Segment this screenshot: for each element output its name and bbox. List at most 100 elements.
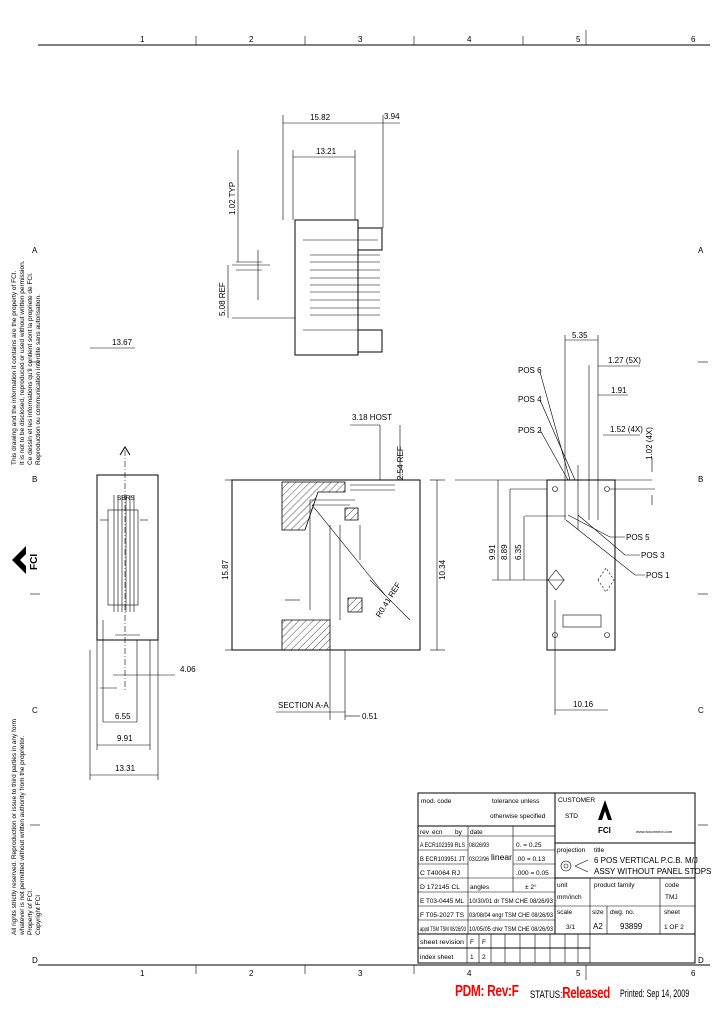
customer-label: CUSTOMER: [558, 797, 595, 804]
dimension-label: 2.54 REF: [396, 446, 405, 480]
pdm-revision: PDM: Rev:F: [455, 983, 519, 1000]
dimension-label: 10.34: [438, 559, 447, 580]
angles-label: angles: [470, 884, 490, 891]
revision-entry: E T03-0445 ML: [420, 898, 464, 905]
row-label: B: [32, 475, 37, 484]
dimension-label: 9.91: [117, 734, 133, 743]
dimension-label: 15.87: [221, 559, 230, 580]
code-value: TMJ: [665, 894, 678, 901]
sheet-revision-value: F: [470, 939, 474, 946]
position-label: POS 4: [518, 395, 542, 404]
position-label: POS 3: [641, 551, 665, 560]
angles-value: ± 2°: [525, 883, 537, 891]
rev-header: by: [455, 829, 463, 836]
status-value: Released: [562, 985, 610, 1002]
top-view: 15.82 3.94 13.21 1.02 TYP 5.08 REF 13.67: [90, 112, 400, 356]
column-label: 1: [140, 35, 145, 44]
revision-entry: B ECR103951 JT: [420, 856, 465, 863]
note-line: Reproduction ou communication interdite …: [35, 294, 42, 465]
brand-name: FCI: [598, 826, 611, 835]
scale-label: scale: [557, 909, 573, 916]
note-line: Ce dessin et les informations qu'il cont…: [27, 272, 34, 465]
column-label: 4: [467, 35, 472, 44]
note-line: All rights strictly reserved. Reproducti…: [11, 719, 18, 935]
drawing-title: 6 POS VERTICAL P.C.B. M/J: [594, 856, 698, 865]
note-line: Property of FCI.: [27, 889, 34, 935]
tolerance-value: .000 = 0.05: [516, 870, 549, 877]
note-line: It is not to be disclosed, reproduced or…: [19, 260, 26, 465]
dimension-label: 13.67: [112, 338, 133, 347]
row-label: C: [698, 706, 704, 715]
row-label: D: [698, 956, 704, 965]
sheet-value: 1 OF 2: [664, 924, 684, 931]
dimension-label: 0.51: [362, 712, 378, 721]
position-label: POS 6: [518, 366, 542, 375]
tolerance-note: otherwise specified: [490, 813, 546, 820]
dimension-label: 9.91: [488, 544, 497, 560]
revision-date: 03/22/96: [469, 856, 489, 863]
linear-label: linear: [491, 853, 512, 862]
size-value: A2: [593, 922, 603, 931]
signoff-row: 03/08/04 engr TSM CHE 08/26/93: [469, 912, 553, 919]
row-label: A: [32, 246, 38, 255]
revision-entry: F T05-2027 TS: [420, 912, 465, 919]
position-label: POS 1: [646, 571, 670, 580]
code-label: code: [665, 882, 679, 889]
signoff-row: 10/30/01 dr TSM CHE 08/26/93: [469, 898, 553, 905]
index-sheet-value: 1: [470, 954, 474, 961]
section-title: SECTION A-A: [278, 701, 329, 710]
column-label: 6: [691, 35, 696, 44]
revision-date: 08/26/93: [469, 842, 489, 849]
sbrs-label: SBRS: [117, 495, 135, 502]
proprietary-notes: This drawing and the information it cont…: [11, 260, 42, 936]
column-label: 1: [140, 969, 145, 978]
title-block: mod. code tolerance unless otherwise spe…: [417, 792, 711, 964]
position-label: POS 5: [626, 533, 650, 542]
drawing-title: ASSY WITHOUT PANEL STOPS: [594, 867, 711, 876]
column-label: 2: [249, 35, 254, 44]
dwg-no-label: dwg. no.: [610, 909, 635, 916]
revision-entry: C T40064 RJ: [420, 870, 460, 877]
customer-value: STD: [565, 813, 578, 820]
column-label: 6: [691, 969, 696, 978]
dimension-label: 1.02 (4X): [645, 427, 654, 460]
tolerance-value: 0. = 0.25: [516, 842, 542, 849]
dimension-label: 1.91: [611, 386, 627, 395]
row-label: A: [698, 246, 704, 255]
status-label: STATUS:: [530, 989, 563, 1001]
dimension-label: 15.82: [310, 113, 331, 122]
pin-layout-view: 5.35 1.27 (5X) 1.91 1.52 (4X) 1.02 (4X) …: [455, 331, 670, 715]
row-label: D: [32, 956, 38, 965]
row-label: C: [32, 706, 38, 715]
dimension-label: 4.06: [180, 665, 196, 674]
unit-value: mm/inch: [557, 894, 582, 901]
dimension-label: 13.31: [115, 764, 136, 773]
tolerance-value: .00 = 0.13: [516, 856, 545, 863]
column-label: 3: [358, 969, 363, 978]
fci-logo: FCI: [12, 546, 40, 574]
row-label: B: [698, 475, 703, 484]
position-label: POS 2: [518, 426, 542, 435]
tolerance-note: tolerance unless: [492, 798, 540, 805]
column-label: 5: [576, 35, 581, 44]
signoff-row: 10/05/05 chkr TSM CHE 08/26/93: [469, 926, 553, 933]
rev-header: rev: [420, 829, 430, 836]
dimension-label: 1.02 TYP: [228, 182, 237, 215]
status: STATUS:Released: [530, 985, 610, 1003]
dimension-label: 1.27 (5X): [608, 356, 641, 365]
product-family-label: product family: [594, 882, 635, 889]
dimension-label: 1.52 (4X): [610, 425, 643, 434]
printed-date: Printed: Sep 14, 2009: [620, 988, 690, 1000]
column-label: 5: [576, 969, 581, 978]
projection-label: projection: [557, 847, 586, 854]
dimension-label: 8.89: [500, 544, 509, 560]
column-label: 4: [467, 969, 472, 978]
sheet-label: sheet: [664, 909, 680, 916]
dimension-label: 5.35: [572, 331, 588, 340]
size-label: size: [592, 909, 604, 916]
dimension-label: 5.08 REF: [218, 282, 227, 316]
dimension-label: 3.94: [384, 112, 400, 121]
revision-entry: A ECR102359 RLS: [420, 842, 466, 849]
index-sheet-label: index sheet: [420, 954, 453, 961]
